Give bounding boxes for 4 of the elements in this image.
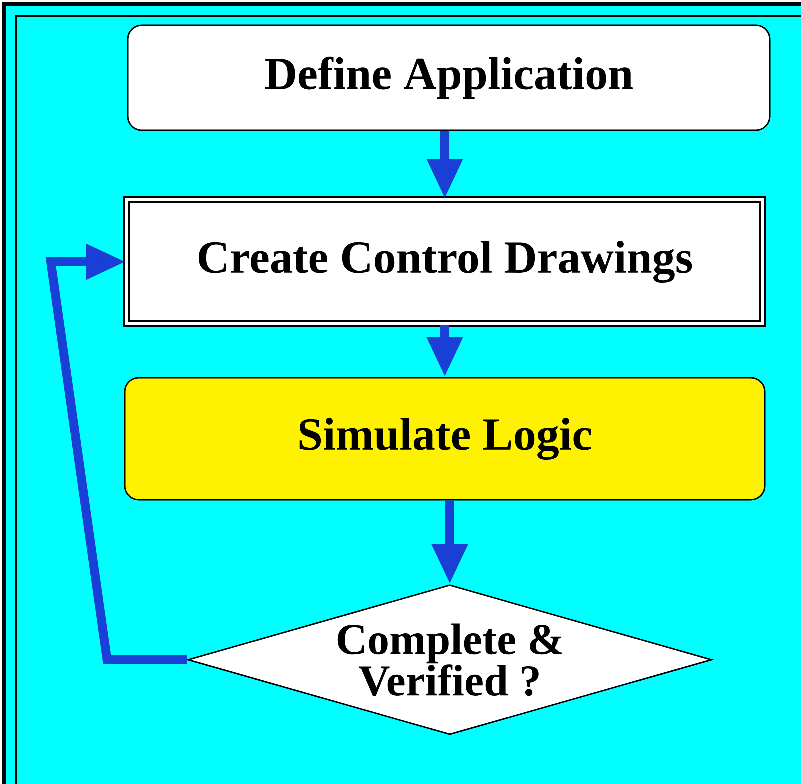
arrow <box>46 244 188 664</box>
process-box: Create Control Drawings <box>124 196 766 328</box>
process-box: Define Application <box>127 24 771 132</box>
process-box: Simulate Logic <box>124 377 766 501</box>
